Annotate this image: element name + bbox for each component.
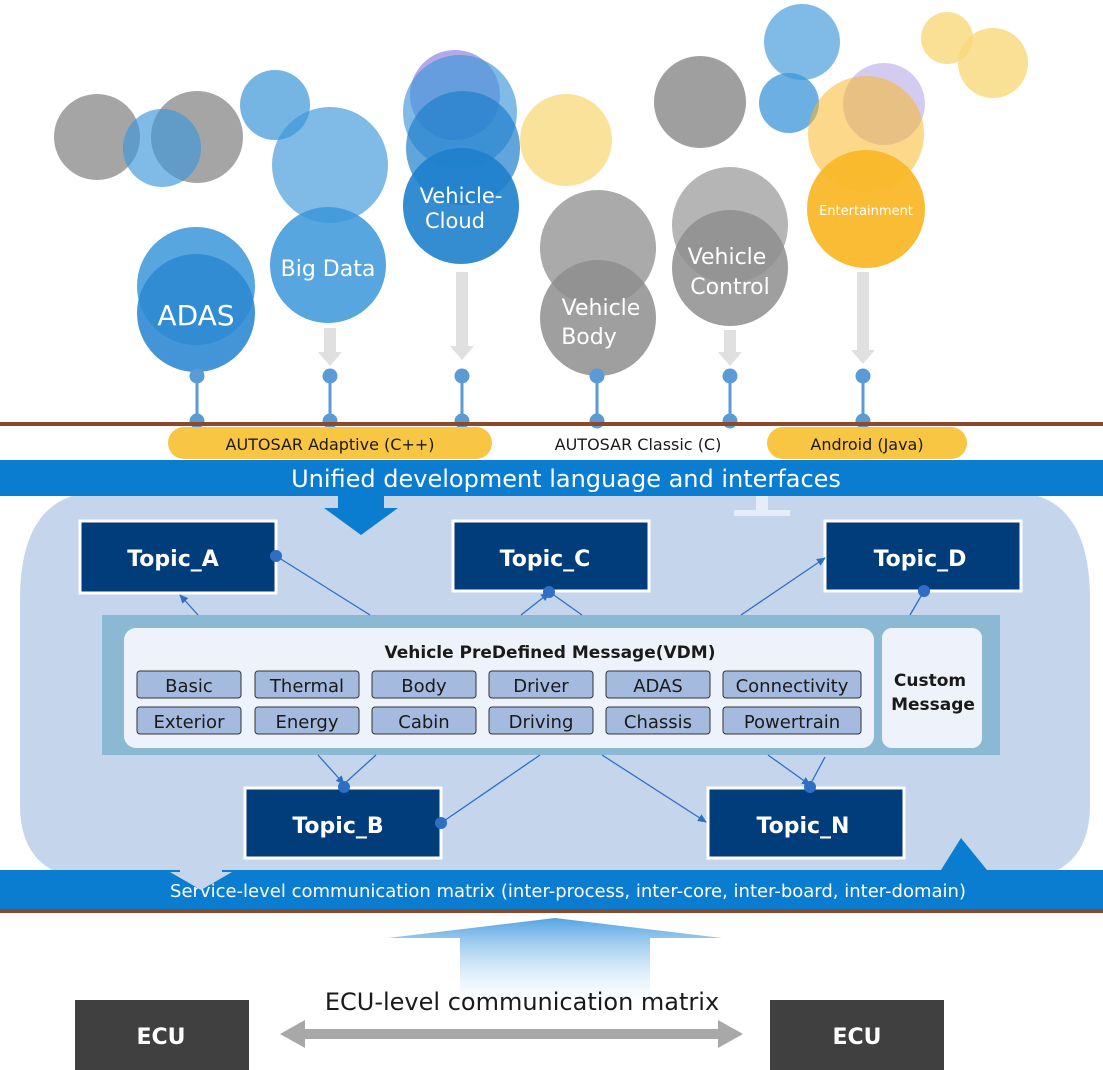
vdm-item: ADAS <box>633 676 683 697</box>
vehicle-body-label-1: Vehicle <box>562 296 641 321</box>
platform-line <box>0 422 1103 426</box>
service-bar-label: Service-level communication matrix (inte… <box>170 881 966 902</box>
down-arrows <box>318 272 875 366</box>
topic-connectors <box>179 555 925 824</box>
vdm-item: Driving <box>509 712 574 733</box>
vdm-item: Driver <box>513 676 569 697</box>
vdm-item: Chassis <box>624 712 692 733</box>
topic-a-label: Topic_A <box>127 547 219 572</box>
vdm-item: Connectivity <box>736 676 849 697</box>
custom-message-box: Custom Message <box>882 628 982 748</box>
autosar-classic-label: AUTOSAR Classic (C) <box>555 435 722 454</box>
adas-label: ADAS <box>157 299 234 332</box>
vdm-item: Thermal <box>269 676 344 697</box>
ecu-left-box: ECU <box>75 1000 249 1070</box>
vehicle-control-label-2: Control <box>690 275 770 300</box>
topic-connector-dots <box>270 550 930 829</box>
big-data-label: Big Data <box>281 257 376 282</box>
unified-up-arrow <box>734 496 790 516</box>
entertainment-label: Entertainment <box>819 204 913 219</box>
vdm-item: Powertrain <box>744 712 840 733</box>
topic-c-label: Topic_C <box>500 547 591 572</box>
service-bottom-line <box>0 909 1103 913</box>
vdm-title: Vehicle PreDefined Message(VDM) <box>385 643 716 663</box>
unified-down-arrow <box>324 496 398 535</box>
topic-d-label: Topic_D <box>874 547 967 572</box>
vdm-row-2: Exterior Energy Cabin Driving Chassis Po… <box>136 706 862 735</box>
custom-message-label-2: Message <box>891 695 975 715</box>
topic-n-label: Topic_N <box>757 814 850 839</box>
autosar-adaptive-label: AUTOSAR Adaptive (C++) <box>226 435 435 454</box>
app-bubble-big-data: Big Data <box>270 207 386 323</box>
app-bubble-entertainment: Entertainment <box>807 150 925 268</box>
vehicle-cloud-label-2: Cloud <box>425 209 485 233</box>
vdm-item: Cabin <box>398 712 449 733</box>
service-up-arrow <box>941 838 987 872</box>
topic-c-box: Topic_C <box>451 519 651 593</box>
topic-a-box: Topic_A <box>78 519 278 595</box>
ecu-right-box: ECU <box>770 1000 944 1070</box>
app-bubble-vehicle-control: Vehicle Control <box>672 210 788 326</box>
unified-bar-label: Unified development language and interfa… <box>291 465 841 493</box>
ecu-up-glow <box>388 918 722 1000</box>
android-label: Android (Java) <box>810 435 923 454</box>
platform-android: Android (Java) <box>767 427 967 459</box>
app-bubble-adas: ADAS <box>137 227 255 372</box>
vdm-item: Exterior <box>154 712 226 733</box>
app-bubble-vehicle-cloud: Vehicle- Cloud <box>403 148 519 264</box>
service-down-arrow <box>170 866 232 890</box>
vdm-row-1: Basic Thermal Body Driver ADAS Connectiv… <box>136 670 862 699</box>
unified-bar <box>0 460 1103 496</box>
topic-d-box: Topic_D <box>823 519 1023 593</box>
ecu-double-arrow <box>280 1020 743 1048</box>
vehicle-body-label-2: Body <box>561 325 617 350</box>
app-bubble-vehicle-body: Vehicle Body <box>540 260 656 376</box>
custom-message-label-1: Custom <box>894 671 966 691</box>
topic-n-box: Topic_N <box>706 786 906 860</box>
background-bubbles <box>54 4 1028 306</box>
ecu-left-label: ECU <box>136 1025 185 1050</box>
vehicle-control-label-1: Vehicle <box>688 245 767 270</box>
vdm-item: Basic <box>165 676 213 697</box>
ecu-matrix-label: ECU-level communication matrix <box>325 988 719 1016</box>
ecu-right-label: ECU <box>832 1025 881 1050</box>
vdm-item: Energy <box>275 712 338 733</box>
vehicle-cloud-label-1: Vehicle- <box>420 184 503 208</box>
bubble-connectors <box>189 368 871 429</box>
topic-b-box: Topic_B <box>243 786 443 860</box>
topic-b-label: Topic_B <box>292 814 383 839</box>
platform-autosar-adaptive: AUTOSAR Adaptive (C++) <box>168 427 492 459</box>
vdm-item: Body <box>401 676 447 697</box>
